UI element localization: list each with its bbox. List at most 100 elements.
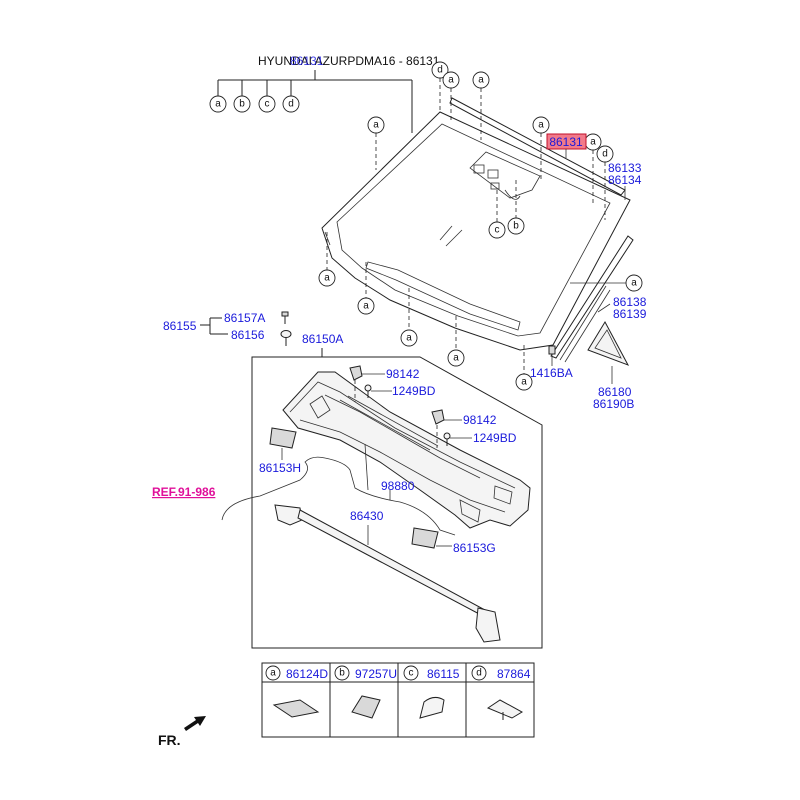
- svg-text:a: a: [270, 668, 276, 679]
- part-86150A[interactable]: 86150A: [302, 332, 343, 346]
- callout-d-w1: d: [431, 61, 449, 79]
- part-86156[interactable]: 86156: [231, 328, 265, 342]
- callout-c-w13: c: [488, 221, 506, 239]
- part-1416BA[interactable]: 1416BA: [530, 366, 573, 380]
- callout-a-w11: a: [447, 349, 465, 367]
- part-98880[interactable]: 98880: [381, 479, 415, 493]
- nozzle-98142a-icon: [349, 365, 363, 381]
- svg-text:b: b: [513, 221, 519, 232]
- svg-text:a: a: [590, 137, 596, 148]
- legend-table: [261, 662, 535, 738]
- bracket-86155: [200, 317, 228, 335]
- top-molding-strip: [449, 97, 626, 196]
- callout-a-top: a: [209, 95, 227, 113]
- callout-b-w14: b: [507, 217, 525, 235]
- cowl-lower-bar-86430: [274, 504, 501, 643]
- callout-a-w7: a: [367, 116, 385, 134]
- callout-a-w3: a: [472, 71, 490, 89]
- part-86131-highlight[interactable]: 86131: [546, 133, 587, 150]
- svg-text:d: d: [476, 668, 482, 679]
- callout-a-w9: a: [357, 297, 375, 315]
- legend-part-d-icon: [486, 699, 524, 719]
- svg-text:a: a: [363, 301, 369, 312]
- callout-a-w12: a: [515, 373, 533, 391]
- part-86133[interactable]: 86133: [608, 161, 642, 175]
- part-86139[interactable]: 86139: [613, 307, 647, 321]
- svg-text:a: a: [215, 99, 221, 110]
- screw-1249BDa-icon: [364, 384, 372, 398]
- svg-text:a: a: [453, 353, 459, 364]
- seal-86153G: [411, 527, 439, 549]
- clip-86156-icon: [280, 330, 292, 346]
- diagram-title-overlay: 86131: [290, 54, 324, 68]
- svg-text:a: a: [631, 278, 637, 289]
- svg-text:a: a: [521, 377, 527, 388]
- triangle-trim-86180: [587, 320, 630, 366]
- screw-1249BDb-icon: [443, 432, 451, 446]
- windshield-callout-leaders: [326, 78, 626, 374]
- svg-text:d: d: [437, 65, 443, 76]
- side-clip-strip: [559, 285, 611, 363]
- svg-text:a: a: [406, 333, 412, 344]
- part-98142-upper[interactable]: 98142: [386, 367, 420, 381]
- svg-text:86124D: 86124D: [286, 667, 328, 681]
- svg-text:d: d: [288, 99, 294, 110]
- legend-part-b-icon: [351, 695, 381, 719]
- svg-text:a: a: [478, 75, 484, 86]
- part-86157A[interactable]: 86157A: [224, 311, 265, 325]
- legend-item-a[interactable]: a 86124D: [265, 665, 328, 718]
- part-86180[interactable]: 86180: [598, 385, 632, 399]
- svg-text:a: a: [324, 273, 330, 284]
- svg-text:86115: 86115: [427, 667, 460, 681]
- part-86138[interactable]: 86138: [613, 295, 647, 309]
- part-1249BD-upper[interactable]: 1249BD: [392, 384, 436, 398]
- legend-item-d[interactable]: d 87864: [471, 665, 531, 720]
- svg-text:87864: 87864: [497, 667, 531, 681]
- callout-a-w8: a: [318, 269, 336, 287]
- callout-d-w6: d: [596, 145, 614, 163]
- nozzle-98142b-icon: [431, 409, 445, 425]
- callout-a-w15: a: [625, 274, 643, 292]
- part-86153H[interactable]: 86153H: [259, 461, 301, 475]
- svg-text:d: d: [602, 149, 608, 160]
- callout-d-top: d: [282, 95, 300, 113]
- cowl-detail-frame: [251, 348, 543, 649]
- part-86430[interactable]: 86430: [350, 509, 384, 523]
- part-86190B[interactable]: 86190B: [593, 397, 634, 411]
- diagram-title: HYUNDAI AZURPDMA16 - 86131: [258, 54, 440, 68]
- svg-text:86131: 86131: [549, 135, 583, 149]
- svg-text:c: c: [265, 99, 270, 110]
- svg-text:a: a: [448, 75, 454, 86]
- washer-hose-98880: [221, 443, 456, 536]
- ref-link-91-986[interactable]: REF.91-986: [152, 485, 216, 499]
- callout-a-w2: a: [442, 71, 460, 89]
- windshield-glass: [321, 111, 631, 351]
- part-98142-lower[interactable]: 98142: [463, 413, 497, 427]
- callout-b-top: b: [233, 95, 251, 113]
- svg-text:a: a: [373, 120, 379, 131]
- part-86134[interactable]: 86134: [608, 173, 642, 187]
- legend-item-c[interactable]: c 86115: [403, 665, 460, 719]
- title-callout-bracket: [217, 70, 413, 133]
- part-1249BD-lower[interactable]: 1249BD: [473, 431, 517, 445]
- front-label: FR.: [158, 732, 181, 748]
- bolt-86157A-icon: [281, 311, 289, 324]
- legend-item-b[interactable]: b 97257U: [334, 665, 397, 719]
- front-arrow-icon: [184, 716, 206, 731]
- legend-part-a-icon: [272, 699, 320, 718]
- callout-a-w10: a: [400, 329, 418, 347]
- part-86153G[interactable]: 86153G: [453, 541, 496, 555]
- callout-c-top: c: [258, 95, 276, 113]
- svg-text:c: c: [409, 668, 414, 679]
- callout-a-w4: a: [532, 116, 550, 134]
- legend-part-c-icon: [419, 696, 445, 719]
- part-86155[interactable]: 86155: [163, 319, 197, 333]
- cowl-top-panel: [282, 371, 531, 529]
- svg-text:a: a: [538, 120, 544, 131]
- svg-text:c: c: [495, 225, 500, 236]
- svg-text:97257U: 97257U: [355, 667, 397, 681]
- svg-text:b: b: [339, 668, 345, 679]
- side-molding-strip: [550, 235, 634, 359]
- seal-86153H: [269, 427, 297, 449]
